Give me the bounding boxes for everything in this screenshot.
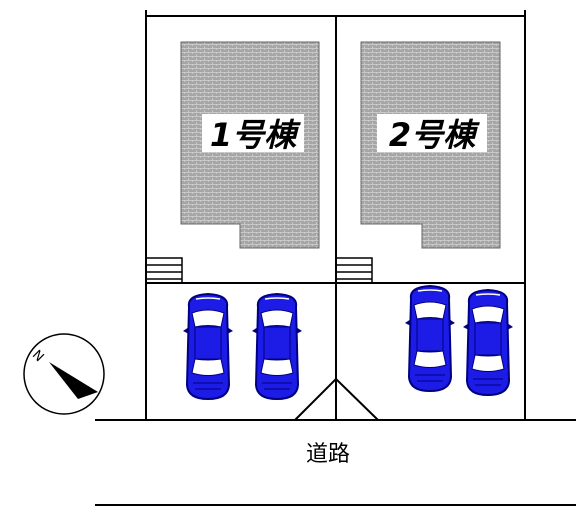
entrance-steps-1 [146, 257, 183, 283]
building-2-label-bg [377, 114, 487, 152]
parked-car-icon [183, 292, 233, 401]
parked-car-icon [405, 284, 455, 393]
building-2-label: 2号棟 [389, 116, 480, 154]
entrance-steps-2 [336, 257, 373, 283]
driveway-divider [294, 377, 379, 421]
compass-icon: N [23, 333, 105, 415]
building-1-label-bg [202, 114, 304, 152]
parked-car-icon [252, 292, 302, 401]
parked-car-icon [463, 288, 513, 397]
road-label: 道路 [306, 442, 350, 467]
building-1-label: 1号棟 [210, 116, 301, 154]
